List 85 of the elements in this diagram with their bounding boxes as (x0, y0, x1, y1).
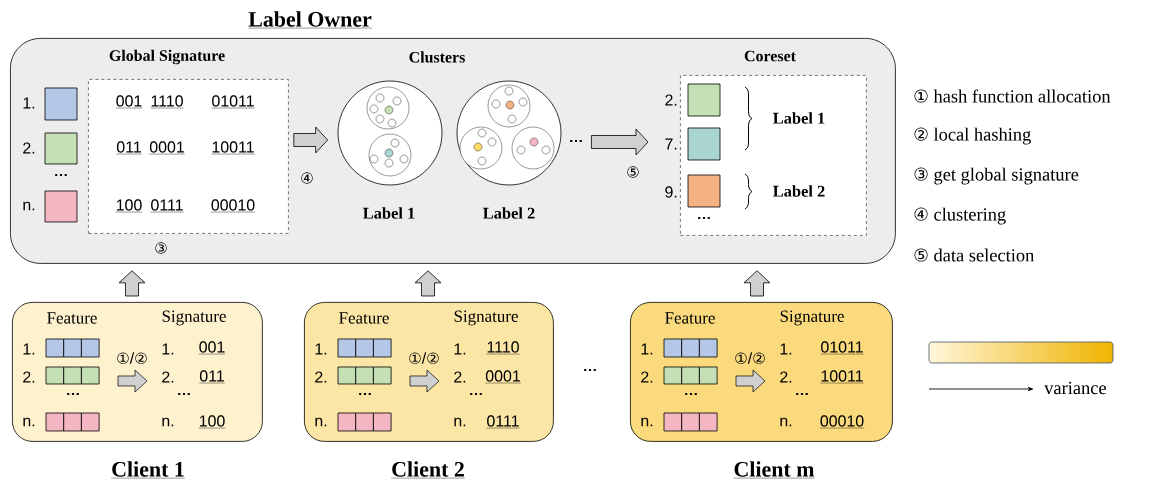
column-heading: Signature (780, 310, 844, 326)
bit-string: 0111 (486, 415, 520, 429)
ellipsis: … (796, 392, 808, 396)
ellipsis: … (178, 392, 190, 396)
cluster-label: Label 1 (363, 207, 415, 219)
bit-string: 01011 (211, 95, 255, 109)
index-number: n. (780, 417, 792, 427)
step-number: ①/② (735, 352, 765, 364)
step-number: ④ (299, 171, 315, 185)
client-title: Client 1 (111, 461, 186, 479)
column-heading: Feature (665, 312, 715, 324)
index-number: 2. (23, 142, 35, 154)
bit-string: 0001 (485, 370, 521, 384)
bit-string: 10011 (211, 141, 255, 155)
column-heading: Signature (162, 310, 226, 326)
index-number: 7. (665, 138, 677, 150)
index-number: 1. (23, 97, 35, 109)
index-number: 9. (665, 186, 677, 198)
bit-string: 011 (116, 141, 142, 155)
step-number: ③ (155, 242, 167, 254)
step-number: ①/② (117, 352, 147, 364)
ellipsis: … (685, 392, 697, 396)
client-title: Client 2 (391, 461, 466, 479)
block-arrow (118, 270, 146, 297)
ellipsis: … (584, 368, 596, 372)
index-number: 2. (23, 371, 35, 383)
index-number: n. (23, 417, 35, 427)
bit-string: 100 (115, 199, 143, 213)
step-description: ② local hashing (914, 127, 1031, 145)
bit-string: 00010 (819, 415, 865, 429)
step-number: ⑤ (625, 165, 641, 179)
step-description: ④ clustering (914, 207, 1006, 225)
bit-string: 10011 (820, 370, 864, 384)
index-number: 1. (315, 343, 327, 355)
ellipsis: … (470, 392, 482, 396)
bit-string: 001 (198, 341, 226, 355)
index-number: n. (23, 201, 35, 211)
section-heading: Clusters (409, 51, 465, 63)
index-number: n. (454, 417, 466, 427)
bit-string: 100 (198, 415, 226, 429)
step-description: ① hash function allocation (914, 89, 1111, 103)
index-number: 1. (454, 343, 466, 355)
bit-string: 011 (199, 370, 225, 384)
client-title: Client m (733, 461, 815, 479)
bit-string: 1110 (150, 95, 184, 109)
bit-string: 1110 (486, 341, 520, 355)
index-number: 2. (665, 94, 677, 106)
block-arrow (414, 270, 442, 297)
bit-string: 01011 (820, 341, 864, 355)
cluster-label: Label 2 (773, 185, 825, 197)
legend-text: variance (1044, 381, 1106, 395)
index-number: 2. (162, 371, 174, 383)
section-heading: Global Signature (109, 49, 225, 65)
index-number: 2. (641, 371, 653, 383)
step-description: ⑤ data selection (914, 248, 1035, 262)
index-number: 1. (780, 343, 792, 355)
index-number: n. (315, 417, 327, 427)
cluster-label: Label 1 (773, 112, 825, 124)
index-number: 1. (23, 343, 35, 355)
section-heading: Coreset (744, 50, 796, 62)
bit-string: 0001 (149, 141, 185, 155)
bit-string: 00010 (210, 199, 256, 213)
ellipsis: … (359, 392, 371, 396)
step-number: ①/② (409, 352, 439, 364)
ellipsis: … (698, 216, 710, 220)
panel-title: Label Owner (248, 11, 372, 29)
step-description: ③ get global signature (914, 167, 1079, 185)
index-number: 2. (454, 371, 466, 383)
column-heading: Feature (339, 312, 389, 324)
block-arrow (743, 270, 771, 297)
bit-string: 0111 (150, 199, 184, 213)
index-number: 1. (162, 343, 174, 355)
block-arrow (293, 126, 328, 154)
index-number: 2. (780, 371, 792, 383)
column-heading: Signature (454, 310, 518, 326)
cluster-label: Label 2 (483, 207, 535, 219)
ellipsis: … (55, 173, 67, 177)
ellipsis: … (67, 392, 79, 396)
index-number: n. (641, 417, 653, 427)
index-number: 1. (641, 343, 653, 355)
column-heading: Feature (47, 312, 97, 324)
index-number: 2. (315, 371, 327, 383)
block-arrow (591, 128, 649, 156)
index-number: n. (162, 417, 174, 427)
bit-string: 001 (115, 95, 143, 109)
